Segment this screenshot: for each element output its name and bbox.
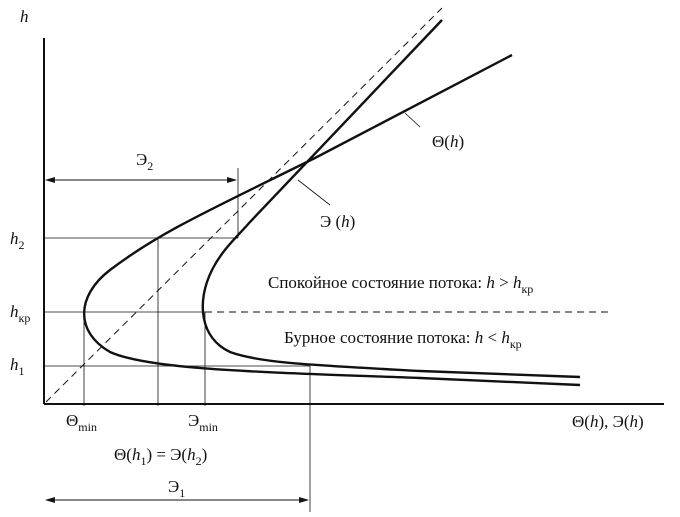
theta-curve-label: Θ(h): [432, 132, 464, 151]
e-min-label: Эmin: [188, 411, 218, 434]
hkr-tick-label: hкр: [10, 302, 30, 325]
e1-label: Э1: [168, 477, 185, 500]
rapid-flow-label: Бурное состояние потока: h < hкр: [284, 328, 522, 351]
theta-leader-line: [404, 112, 421, 128]
theta-curve: [83, 53, 581, 387]
bisector-dashed-line: [45, 7, 443, 403]
x-axis-label: Θ(h), Э(h): [572, 412, 644, 431]
y-axis-label: h: [20, 7, 29, 26]
h1-tick-label: h1: [10, 355, 25, 378]
h2-tick-label: h2: [10, 229, 25, 252]
e-curve: [201, 19, 581, 379]
e-leader-line: [297, 179, 331, 206]
theta-equals-e-label: Θ(h1) = Э(h2): [114, 445, 207, 468]
calm-flow-label: Спокойное состояние потока: h > hкр: [268, 273, 533, 296]
theta-min-label: Θmin: [66, 411, 97, 434]
e2-label: Э2: [136, 150, 153, 173]
e-curve-label: Э (h): [320, 212, 355, 231]
